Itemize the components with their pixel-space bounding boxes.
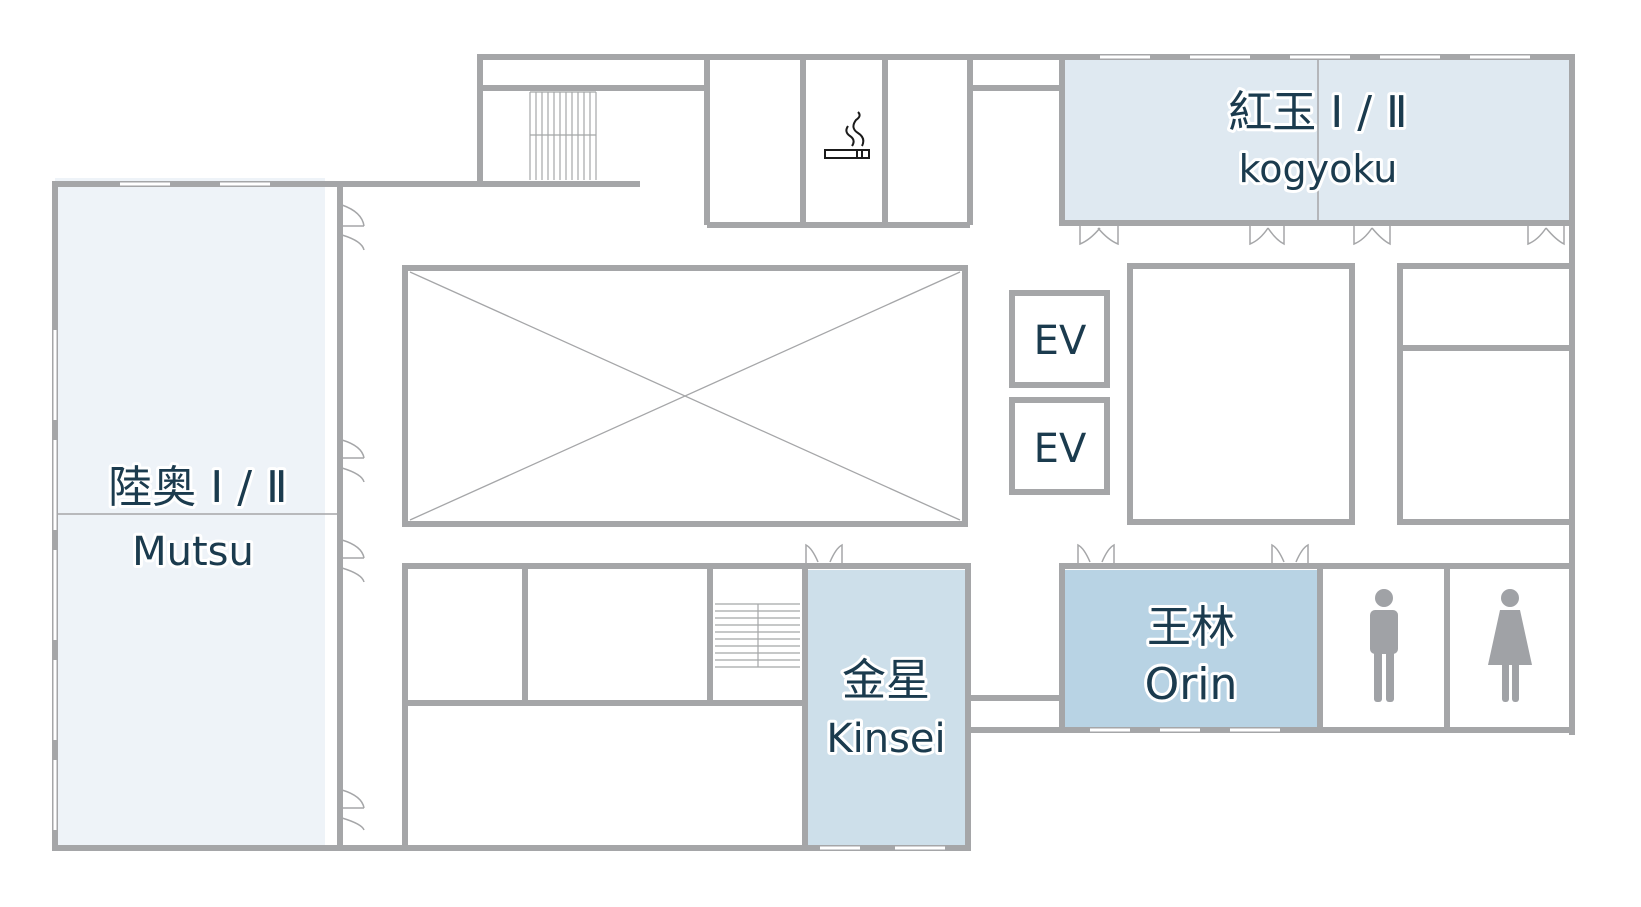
door-swings <box>341 204 1565 831</box>
mutsu-room[interactable] <box>55 178 325 848</box>
stairs-icon <box>715 603 800 668</box>
kinsei-name-ja: 金星 <box>842 655 930 706</box>
female-restroom-icon <box>1488 589 1532 702</box>
kogyoku-name-en: kogyoku <box>1239 147 1398 191</box>
kogyoku-name-ja: 紅玉 Ⅰ / Ⅱ <box>1228 87 1407 138</box>
window-marks <box>53 55 1530 850</box>
orin-room[interactable] <box>1062 570 1320 730</box>
orin-name-en: Orin <box>1145 659 1238 710</box>
kinsei-room[interactable] <box>805 570 965 848</box>
mutsu-name-ja: 陸奥 Ⅰ / Ⅱ <box>108 462 287 513</box>
male-restroom-icon <box>1370 589 1398 702</box>
stairs-icon <box>529 91 597 180</box>
orin-name-ja: 王林 <box>1147 602 1235 653</box>
inner-walls <box>337 54 1575 851</box>
elevator-upper-label: EV <box>1034 318 1087 364</box>
kinsei-name-en: Kinsei <box>826 716 945 762</box>
elevator-lower-label: EV <box>1034 426 1087 472</box>
void-cross-icon <box>409 271 961 521</box>
kogyoku-room[interactable] <box>1062 57 1572 223</box>
smoking-area-icon <box>824 111 870 159</box>
mutsu-name-en: Mutsu <box>132 529 254 575</box>
